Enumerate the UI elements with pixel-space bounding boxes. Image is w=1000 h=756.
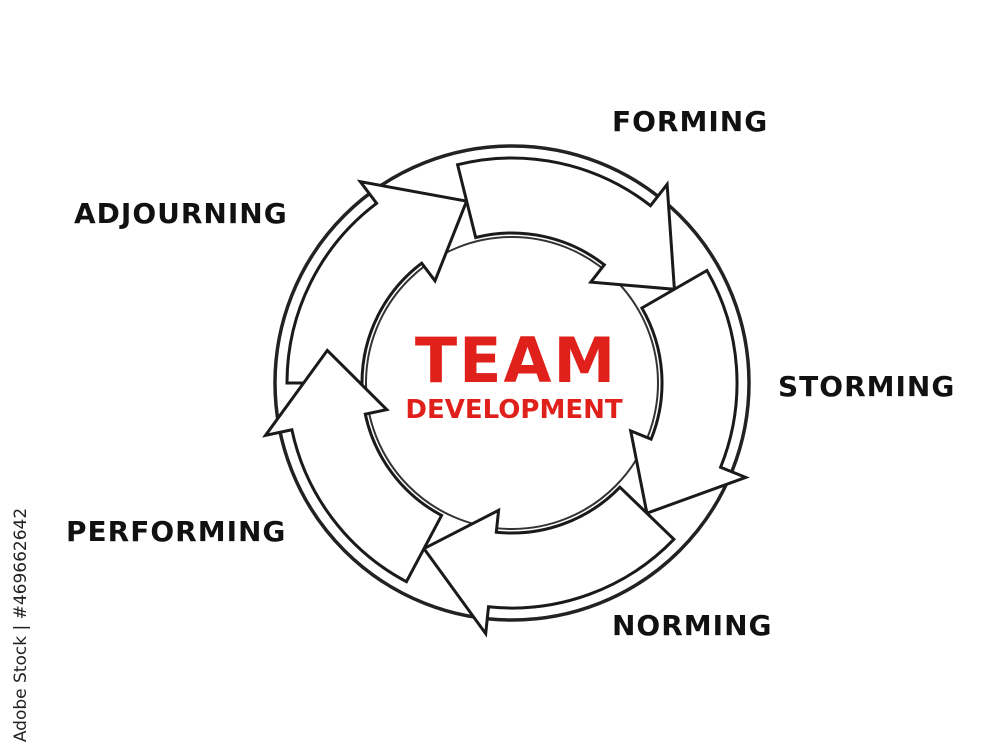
outer-ring [273, 144, 751, 622]
center-subtitle: DEVELOPMENT [405, 395, 622, 425]
arrow-to-adjourning [261, 348, 444, 584]
cycle-arrows [261, 156, 750, 638]
arrow-to-storming [455, 156, 677, 291]
center-title: TEAM [415, 324, 617, 397]
stage-label-storming: STORMING [778, 370, 955, 403]
stock-watermark: Adobe Stock | #469662642 [6, 500, 36, 750]
arrow-to-norming [628, 268, 750, 516]
stage-label-norming: NORMING [612, 609, 773, 642]
watermark-text: Adobe Stock | #469662642 [11, 507, 32, 743]
stage-label-adjourning: ADJOURNING [74, 197, 288, 230]
inner-ring [365, 236, 659, 530]
arrow-to-performing [421, 485, 677, 638]
arrow-to-forming [285, 179, 469, 385]
stage-label-performing: PERFORMING [66, 515, 286, 548]
stage-label-forming: FORMING [612, 105, 768, 138]
